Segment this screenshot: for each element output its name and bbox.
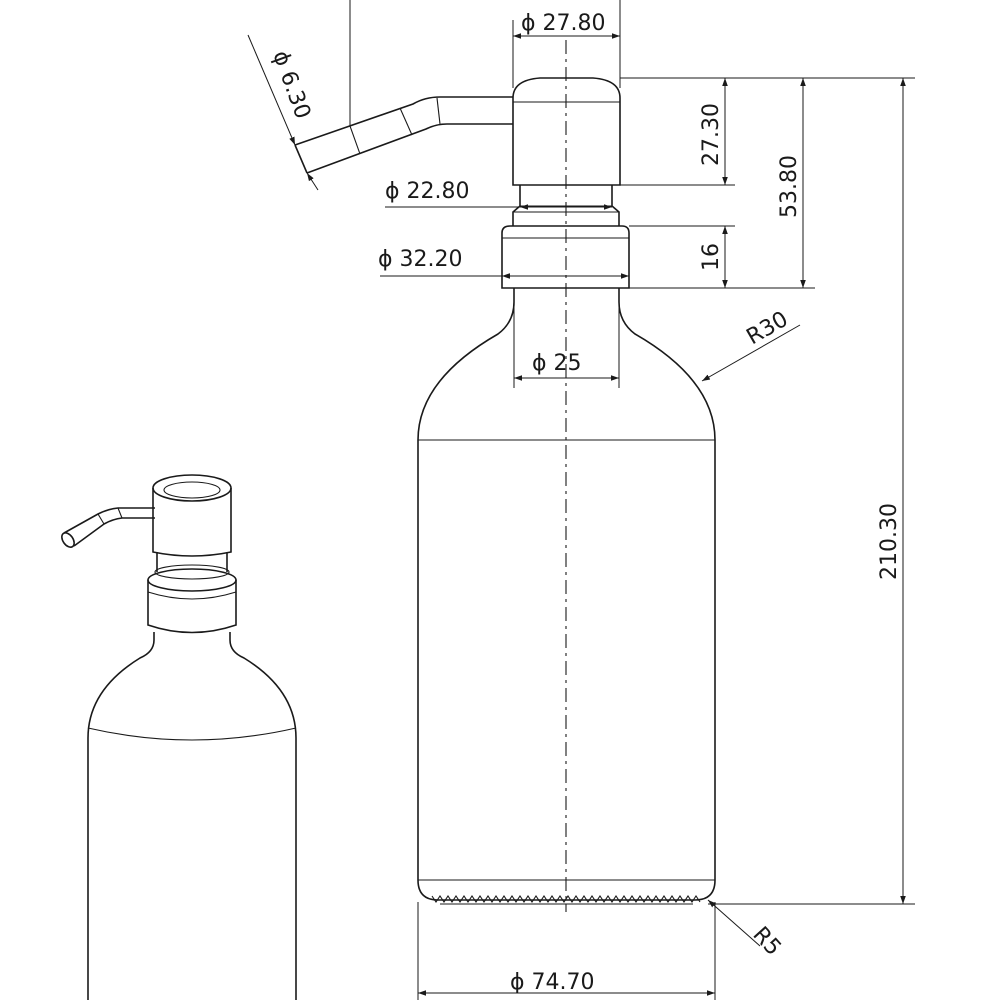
dim-neck-dia-label: ϕ 25 bbox=[532, 351, 582, 376]
dim-ring-height-label: 16 bbox=[699, 243, 724, 271]
dim-pump-height-label: 53.80 bbox=[777, 155, 802, 218]
pump-cap bbox=[512, 77, 621, 186]
dim-body-dia: ϕ 74.70 bbox=[417, 902, 716, 1000]
dim-ring-height: 16 bbox=[699, 226, 728, 288]
perspective-view bbox=[61, 474, 297, 1000]
perspective-bottle bbox=[87, 632, 297, 1000]
pump-collar bbox=[512, 185, 620, 226]
dim-shoulder-radius: R30 bbox=[701, 307, 801, 382]
dim-total-height: 210.30 bbox=[877, 78, 906, 904]
dim-cap-dia: ϕ 27.80 bbox=[512, 0, 621, 88]
dim-cap-height: 27.30 bbox=[699, 78, 728, 185]
perspective-cap bbox=[152, 474, 232, 557]
bottle-base bbox=[431, 895, 701, 905]
dim-collar-dia-label: ϕ 22.80 bbox=[385, 179, 470, 204]
dim-collar-dia: ϕ 22.80 bbox=[385, 179, 612, 210]
dim-spout-dia-label: ϕ 6.30 bbox=[267, 48, 315, 123]
perspective-ring bbox=[147, 568, 237, 634]
dim-base-radius-label: R5 bbox=[748, 922, 786, 961]
dim-ring-dia: ϕ 32.20 bbox=[378, 247, 629, 279]
dim-ring-dia-label: ϕ 32.20 bbox=[378, 247, 463, 272]
dim-cap-dia-label: ϕ 27.80 bbox=[521, 11, 606, 36]
dim-neck-dia: ϕ 25 bbox=[513, 290, 620, 388]
dim-total-height-label: 210.30 bbox=[877, 503, 902, 580]
dim-cap-height-label: 27.30 bbox=[699, 103, 724, 166]
bottle-body bbox=[417, 288, 716, 901]
perspective-collar bbox=[154, 552, 230, 580]
spout bbox=[294, 96, 513, 174]
dim-pump-height: 53.80 bbox=[777, 78, 806, 288]
main-view bbox=[294, 40, 716, 912]
dimensions: ϕ 6.30 ϕ 27.80 ϕ 22.80 ϕ 32.20 ϕ 25 bbox=[247, 0, 915, 1000]
dim-spout-dia: ϕ 6.30 bbox=[247, 0, 351, 191]
dim-base-radius: R5 bbox=[707, 899, 786, 961]
dim-body-dia-label: ϕ 74.70 bbox=[510, 970, 595, 995]
perspective-spout bbox=[61, 507, 155, 548]
